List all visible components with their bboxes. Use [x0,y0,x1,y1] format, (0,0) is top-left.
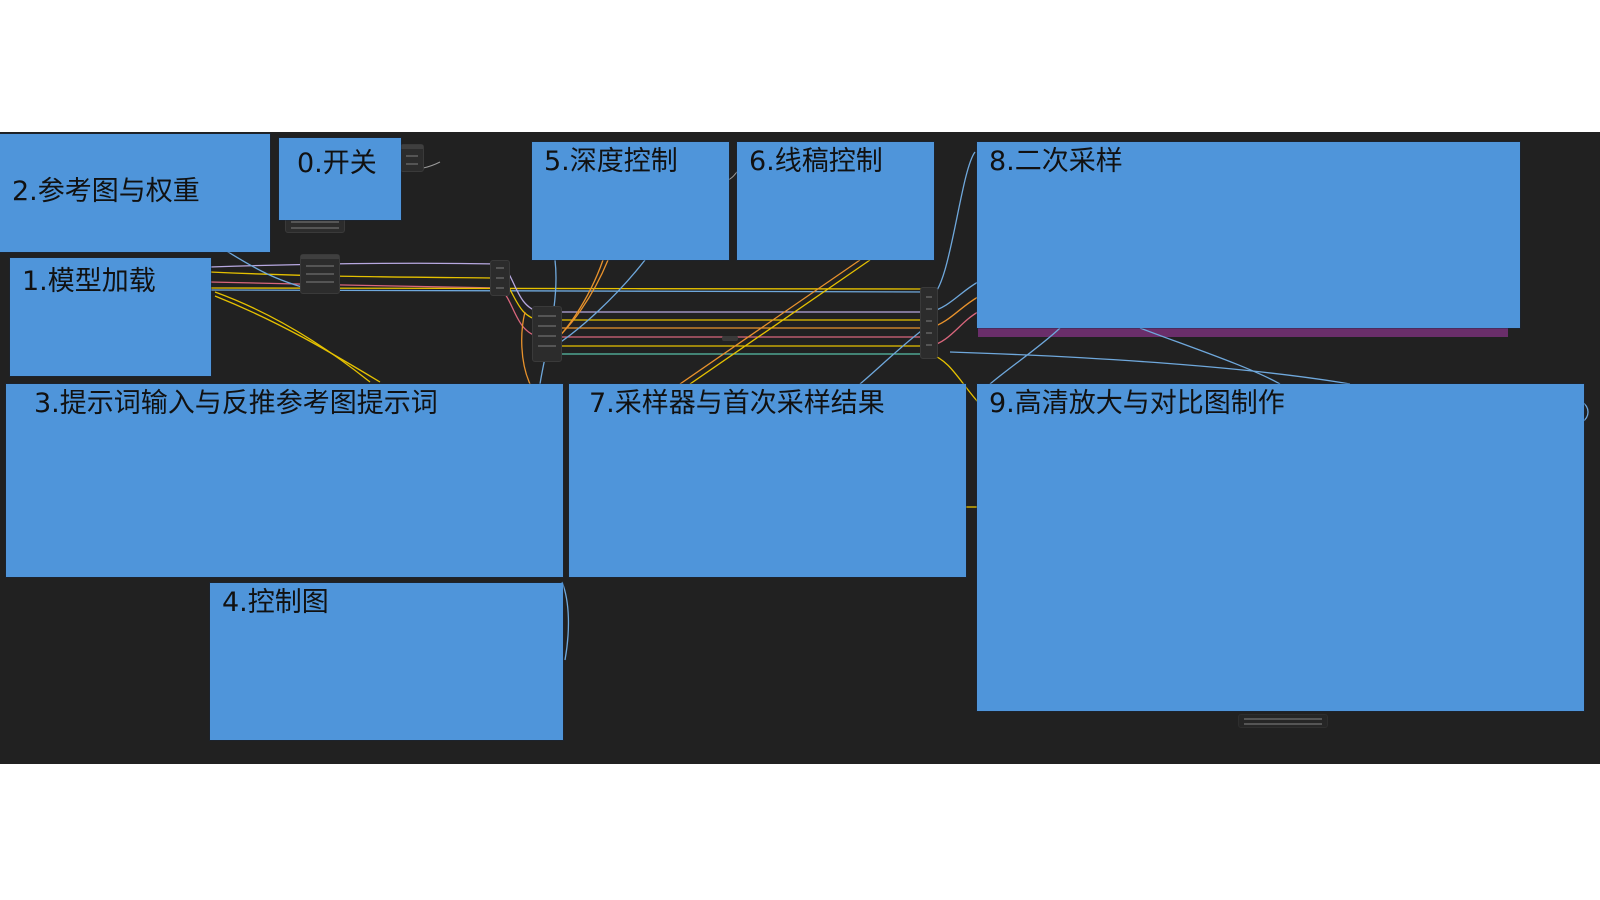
group-1-title: 1.模型加载 [22,266,156,297]
node-row [306,273,334,275]
wire-r9-4 [989,327,1061,385]
node-row [306,265,334,267]
node-title-bar [401,145,423,149]
node-row [926,344,932,346]
group-9-title: 9.高清放大与对比图制作 [989,388,1285,419]
group-3-title: 3.提示词输入与反推参考图提示词 [34,388,438,419]
node-row [538,345,556,347]
group-1[interactable]: 1.模型加载 [9,257,212,377]
node-row [538,335,556,337]
group-9[interactable]: 9.高清放大与对比图制作 [976,383,1585,712]
node-row [496,267,504,269]
loader-node[interactable] [300,254,340,294]
wire-r9-2 [949,351,1351,385]
group-2[interactable]: 2.参考图与权重 [0,133,271,253]
group-8-title: 8.二次采样 [989,146,1123,177]
wire-r7-1 [859,327,926,385]
bus-node[interactable] [920,287,938,359]
node-row [1244,718,1322,720]
note-node[interactable] [1238,714,1328,728]
group-4[interactable]: 4.控制图 [209,582,564,741]
reroute-node[interactable] [490,260,510,296]
wire-clip-down-2 [214,295,381,383]
wire-prompt-up [521,311,531,385]
node-row [926,296,932,298]
group-7-title: 7.采样器与首次采样结果 [589,388,885,419]
wire-vae [209,281,501,289]
group-3[interactable]: 3.提示词输入与反推参考图提示词 [5,383,564,578]
node-row [291,221,339,223]
node-row [306,281,334,283]
group-6-title: 6.线稿控制 [749,146,883,177]
wire-r8-1 [929,151,976,298]
wire-line-1 [679,259,861,385]
node-row [538,325,556,327]
switch-node[interactable] [400,144,424,172]
node-row [926,332,932,334]
conditioning-node[interactable] [532,306,562,362]
wire-model [209,262,501,268]
node-row [406,155,418,157]
wire-clip [209,271,501,279]
node-title-bar [301,255,339,259]
group-0-title: 0.开关 [297,148,377,179]
group-4-title: 4.控制图 [222,587,329,618]
group-5[interactable]: 5.深度控制 [531,141,730,261]
reroute-pill[interactable] [722,336,738,341]
group-7[interactable]: 7.采样器与首次采样结果 [568,383,967,578]
node-row [406,163,418,165]
node-row [538,315,556,317]
group-2-title: 2.参考图与权重 [12,176,200,207]
wire-clip-down [214,291,371,383]
node-row [1244,723,1322,725]
wire-line-2 [689,259,871,385]
group-8[interactable]: 8.二次采样 [976,141,1521,329]
node-row [496,287,504,289]
group-0[interactable]: 0.开关 [278,137,402,221]
wire-g4 [561,581,570,661]
wire-r9-3 [1139,327,1281,385]
node-row [926,308,932,310]
node-row [496,277,504,279]
node-row [926,320,932,322]
node-graph-canvas[interactable]: 2.参考图与权重 0.开关 1.模型加载 5.深度控制 6.线稿控制 8.二次采… [0,132,1600,764]
group-6[interactable]: 6.线稿控制 [736,141,935,261]
group-5-title: 5.深度控制 [544,146,678,177]
node-row [291,227,339,229]
group-8-bottom-bar [978,328,1508,337]
